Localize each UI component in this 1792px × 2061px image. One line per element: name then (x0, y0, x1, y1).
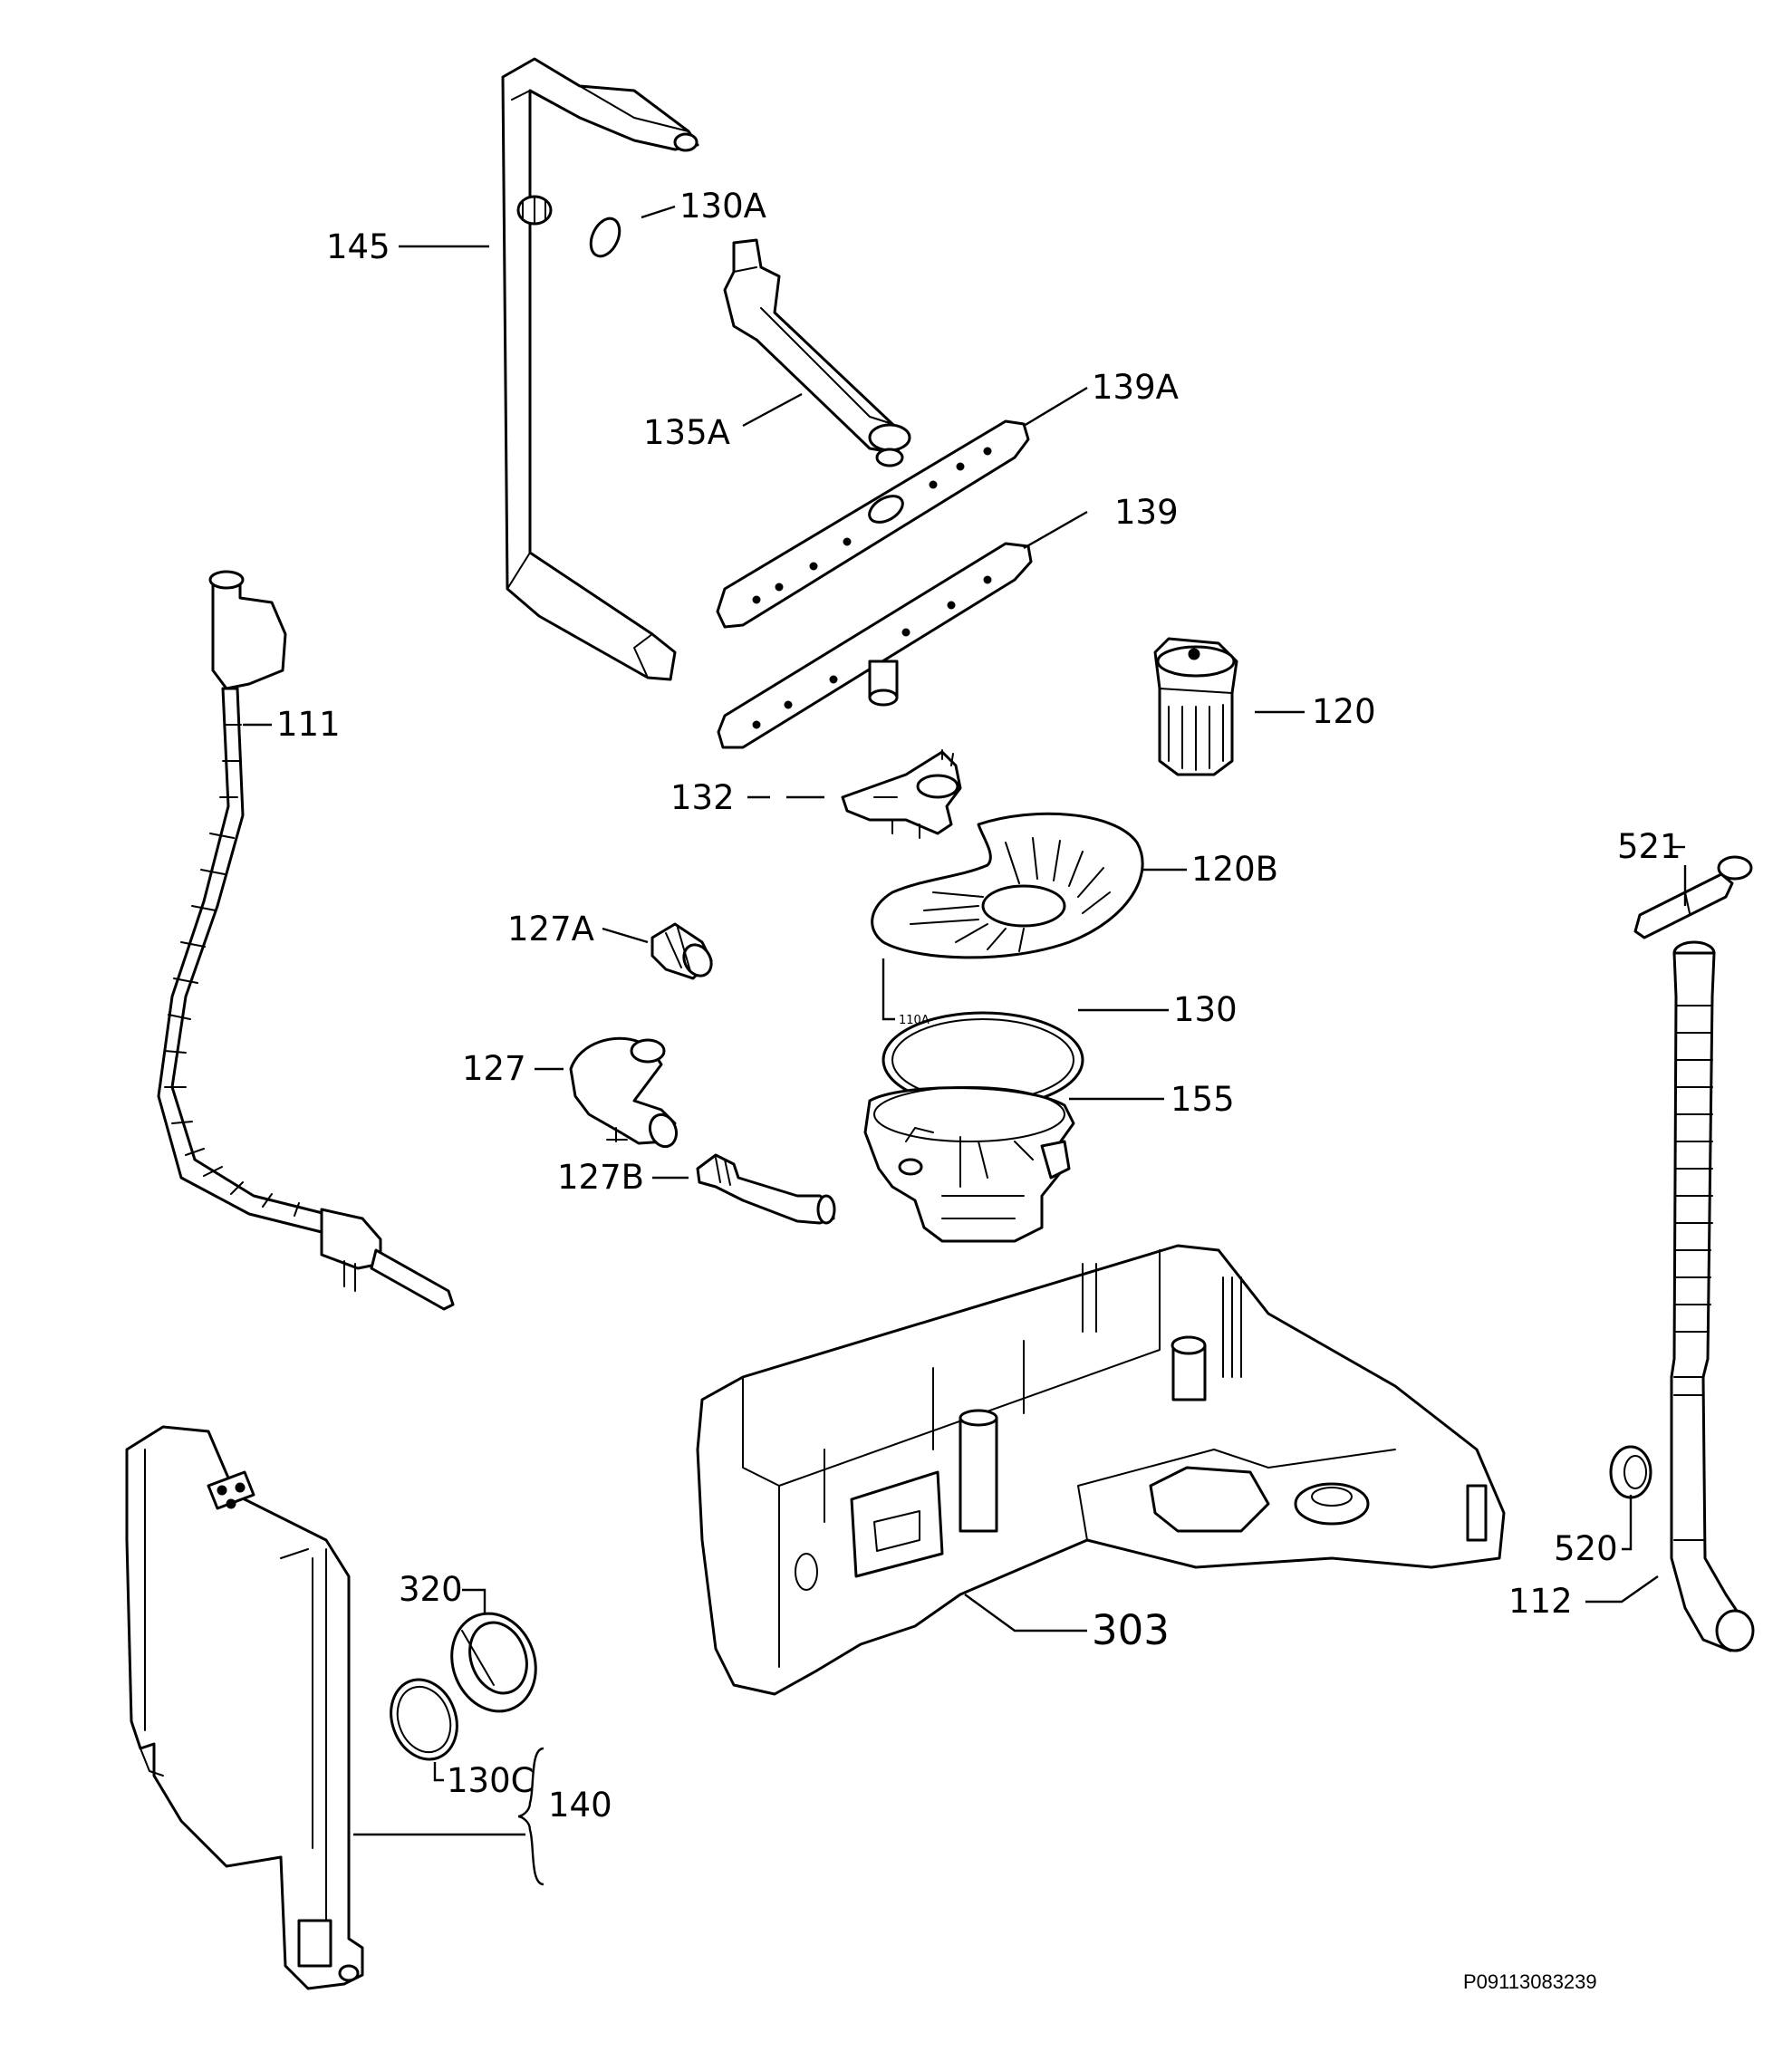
label-130a: 130A (679, 187, 766, 226)
label-145: 145 (326, 227, 390, 266)
label-140: 140 (548, 1786, 612, 1825)
part-139a-upper-spray-arm[interactable] (716, 419, 1030, 629)
label-303: 303 (1092, 1606, 1170, 1654)
part-132-bracket[interactable] (841, 749, 962, 839)
label-120: 120 (1312, 692, 1376, 731)
label-520: 520 (1554, 1529, 1618, 1568)
part-520-grommet[interactable] (1609, 1445, 1652, 1499)
label-320: 320 (399, 1570, 463, 1609)
part-130c-o-ring[interactable] (381, 1671, 468, 1769)
drawing-id: P09113083239 (1463, 1970, 1597, 1993)
label-139: 139 (1114, 493, 1179, 532)
label-112: 112 (1508, 1582, 1573, 1621)
label-110a: 110A (899, 1014, 930, 1027)
part-120b-microfilter[interactable] (871, 812, 1144, 959)
label-155: 155 (1171, 1080, 1235, 1119)
label-120b: 120B (1191, 850, 1278, 889)
label-127: 127 (462, 1049, 526, 1088)
callout-labels: 145 130A 135A 139A 139 120 111 132 120B … (276, 187, 1681, 1825)
label-127b: 127B (557, 1158, 644, 1197)
label-130c: 130C (447, 1761, 534, 1800)
part-145-feed-tube[interactable] (501, 57, 699, 681)
label-139a: 139A (1092, 368, 1179, 407)
part-521-hose-clamp[interactable] (1633, 855, 1753, 939)
part-140-housing[interactable] (125, 1425, 364, 1990)
label-135a: 135A (643, 413, 730, 452)
part-320-seal[interactable] (438, 1602, 549, 1723)
label-521: 521 (1617, 827, 1681, 866)
part-120-filter[interactable] (1153, 637, 1238, 776)
part-130a-o-ring[interactable] (585, 214, 625, 261)
label-111: 111 (276, 705, 341, 744)
part-135a-spray-arm-bracket[interactable] (723, 238, 911, 467)
label-127a: 127A (507, 910, 594, 949)
part-303-base-tray[interactable] (696, 1244, 1506, 1696)
part-127-elbow-hose[interactable] (569, 1036, 680, 1150)
part-110a-leader (882, 958, 895, 1021)
part-127a-connector[interactable] (650, 922, 717, 981)
part-127b-drain-hose[interactable] (696, 1153, 836, 1225)
part-112-drain-hose[interactable] (1670, 940, 1755, 1652)
part-155-sump[interactable] (863, 1086, 1075, 1243)
label-130: 130 (1173, 990, 1238, 1029)
label-132: 132 (670, 778, 735, 817)
part-111-inlet-hose[interactable] (157, 570, 455, 1311)
leader-lines (243, 205, 1687, 1886)
part-139-lower-spray-arm[interactable] (717, 542, 1033, 749)
